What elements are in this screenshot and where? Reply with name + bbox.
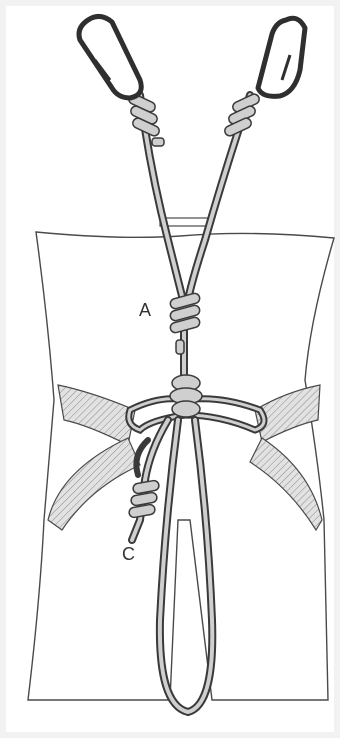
knot-central: [170, 375, 202, 417]
label-a: A: [139, 300, 151, 321]
label-c: C: [122, 544, 135, 565]
